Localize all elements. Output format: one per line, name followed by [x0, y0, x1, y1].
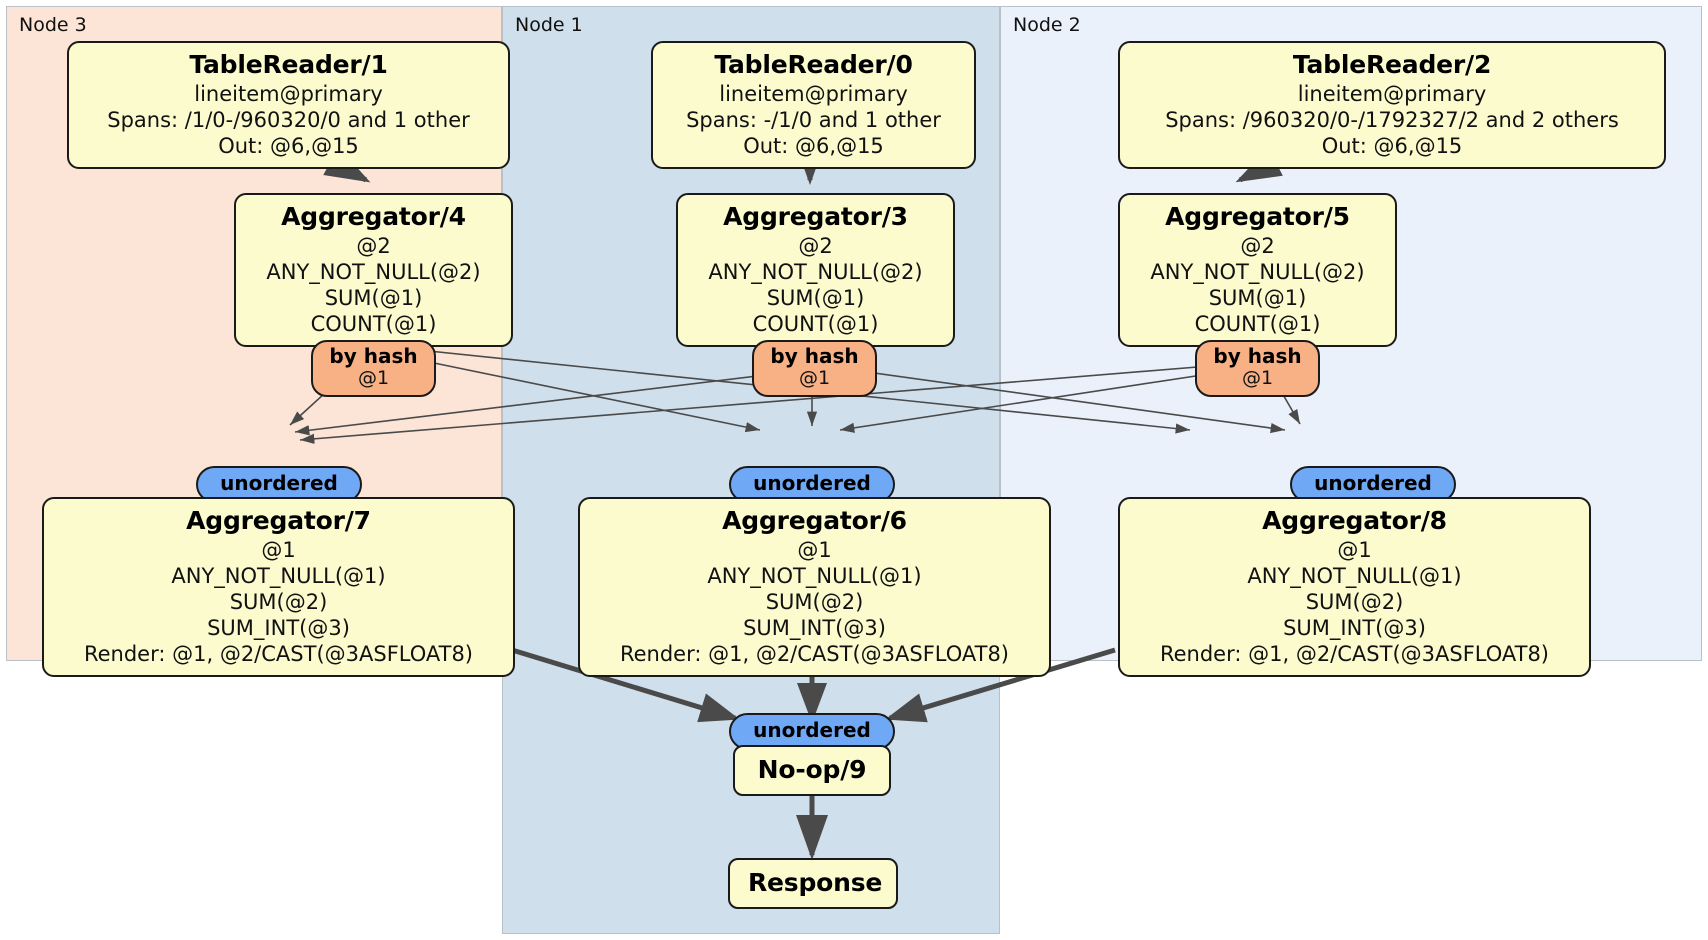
aggregator-6-line-0: @1 [797, 538, 832, 562]
aggregator-8-line-3: SUM_INT(@3) [1283, 616, 1426, 641]
aggregator-8-line-0: @1 [1337, 538, 1372, 562]
processor-tablereader-2[interactable]: TableReader/2 lineitem@primary Spans: /9… [1118, 41, 1666, 170]
aggregator-6-line-2: SUM(@2) [765, 590, 864, 615]
synchronizer-unordered-final[interactable]: unordered [729, 713, 895, 750]
aggregator-3-title: Aggregator/3 [723, 202, 908, 231]
router-by-hash-center-title: by hash [770, 344, 859, 368]
router-by-hash-right-column: @1 [1241, 367, 1274, 389]
tablereader-1-title: TableReader/1 [189, 50, 388, 79]
aggregator-8-line-4: Render: @1, @2/CAST(@3ASFLOAT8) [1159, 642, 1550, 667]
aggregator-5-line-2: SUM(@1) [1208, 286, 1307, 311]
aggregator-4-line-2: SUM(@1) [324, 286, 423, 311]
router-by-hash-left-title: by hash [329, 344, 418, 368]
tablereader-2-line-1: Spans: /960320/0-/1792327/2 and 2 others [1165, 108, 1619, 133]
tablereader-1-line-1: Spans: /1/0-/960320/0 and 1 other [107, 108, 470, 133]
aggregator-3-line-2: SUM(@1) [766, 286, 865, 311]
processor-aggregator-7[interactable]: Aggregator/7 @1 ANY_NOT_NULL(@1) SUM(@2)… [42, 497, 515, 678]
aggregator-3-line-0: @2 [798, 234, 833, 258]
synchronizer-unordered-center[interactable]: unordered [729, 466, 895, 503]
noop-9-title: No-op/9 [757, 755, 867, 784]
aggregator-8-line-2: SUM(@2) [1305, 590, 1404, 615]
router-by-hash-center-column: @1 [798, 367, 831, 389]
tablereader-1-line-0: lineitem@primary [194, 82, 383, 106]
aggregator-8-line-1: ANY_NOT_NULL(@1) [1247, 564, 1462, 589]
aggregator-5-line-3: COUNT(@1) [1194, 312, 1321, 337]
processor-noop-9[interactable]: No-op/9 [733, 745, 891, 796]
aggregator-4-line-3: COUNT(@1) [310, 312, 437, 337]
router-by-hash-right[interactable]: by hash @1 [1195, 340, 1320, 397]
aggregator-6-line-3: SUM_INT(@3) [743, 616, 886, 641]
aggregator-5-title: Aggregator/5 [1165, 202, 1350, 231]
processor-aggregator-8[interactable]: Aggregator/8 @1 ANY_NOT_NULL(@1) SUM(@2)… [1118, 497, 1591, 678]
router-by-hash-right-title: by hash [1213, 344, 1302, 368]
router-by-hash-center[interactable]: by hash @1 [752, 340, 877, 397]
synchronizer-unordered-center-label: unordered [753, 471, 871, 495]
aggregator-4-line-1: ANY_NOT_NULL(@2) [266, 260, 481, 285]
aggregator-6-line-4: Render: @1, @2/CAST(@3ASFLOAT8) [619, 642, 1010, 667]
tablereader-1-line-2: Out: @6,@15 [218, 134, 359, 159]
aggregator-3-line-1: ANY_NOT_NULL(@2) [708, 260, 923, 285]
aggregator-4-title: Aggregator/4 [281, 202, 466, 231]
cluster-label-node-2: Node 2 [1013, 14, 1081, 36]
router-by-hash-left[interactable]: by hash @1 [311, 340, 436, 397]
aggregator-6-line-1: ANY_NOT_NULL(@1) [707, 564, 922, 589]
aggregator-7-line-1: ANY_NOT_NULL(@1) [171, 564, 386, 589]
tablereader-0-line-0: lineitem@primary [719, 82, 908, 106]
processor-aggregator-4[interactable]: Aggregator/4 @2 ANY_NOT_NULL(@2) SUM(@1)… [234, 193, 513, 348]
processor-aggregator-3[interactable]: Aggregator/3 @2 ANY_NOT_NULL(@2) SUM(@1)… [676, 193, 955, 348]
aggregator-8-title: Aggregator/8 [1262, 506, 1447, 535]
synchronizer-unordered-right-label: unordered [1314, 471, 1432, 495]
response-title: Response [748, 868, 883, 897]
processor-aggregator-5[interactable]: Aggregator/5 @2 ANY_NOT_NULL(@2) SUM(@1)… [1118, 193, 1397, 348]
tablereader-0-title: TableReader/0 [714, 50, 913, 79]
aggregator-4-line-0: @2 [356, 234, 391, 258]
synchronizer-unordered-final-label: unordered [753, 718, 871, 742]
tablereader-2-line-2: Out: @6,@15 [1321, 134, 1463, 159]
tablereader-2-title: TableReader/2 [1292, 50, 1492, 79]
tablereader-0-line-2: Out: @6,@15 [743, 134, 884, 159]
aggregator-7-title: Aggregator/7 [186, 506, 371, 535]
processor-aggregator-6[interactable]: Aggregator/6 @1 ANY_NOT_NULL(@1) SUM(@2)… [578, 497, 1051, 678]
aggregator-6-title: Aggregator/6 [722, 506, 907, 535]
processor-response[interactable]: Response [728, 858, 898, 909]
aggregator-5-line-0: @2 [1240, 234, 1275, 258]
processor-tablereader-0[interactable]: TableReader/0 lineitem@primary Spans: -/… [651, 41, 976, 170]
aggregator-7-line-0: @1 [261, 538, 296, 562]
cluster-label-node-1: Node 1 [515, 14, 583, 36]
tablereader-0-line-1: Spans: -/1/0 and 1 other [686, 108, 941, 133]
tablereader-2-line-0: lineitem@primary [1297, 82, 1487, 106]
processor-tablereader-1[interactable]: TableReader/1 lineitem@primary Spans: /1… [67, 41, 510, 170]
cluster-label-node-3: Node 3 [19, 14, 87, 36]
aggregator-5-line-1: ANY_NOT_NULL(@2) [1150, 260, 1365, 285]
aggregator-7-line-2: SUM(@2) [229, 590, 328, 615]
router-by-hash-left-column: @1 [357, 367, 390, 389]
aggregator-7-line-4: Render: @1, @2/CAST(@3ASFLOAT8) [83, 642, 474, 667]
aggregator-7-line-3: SUM_INT(@3) [207, 616, 350, 641]
synchronizer-unordered-right[interactable]: unordered [1290, 466, 1456, 503]
aggregator-3-line-3: COUNT(@1) [752, 312, 879, 337]
synchronizer-unordered-left-label: unordered [220, 471, 338, 495]
